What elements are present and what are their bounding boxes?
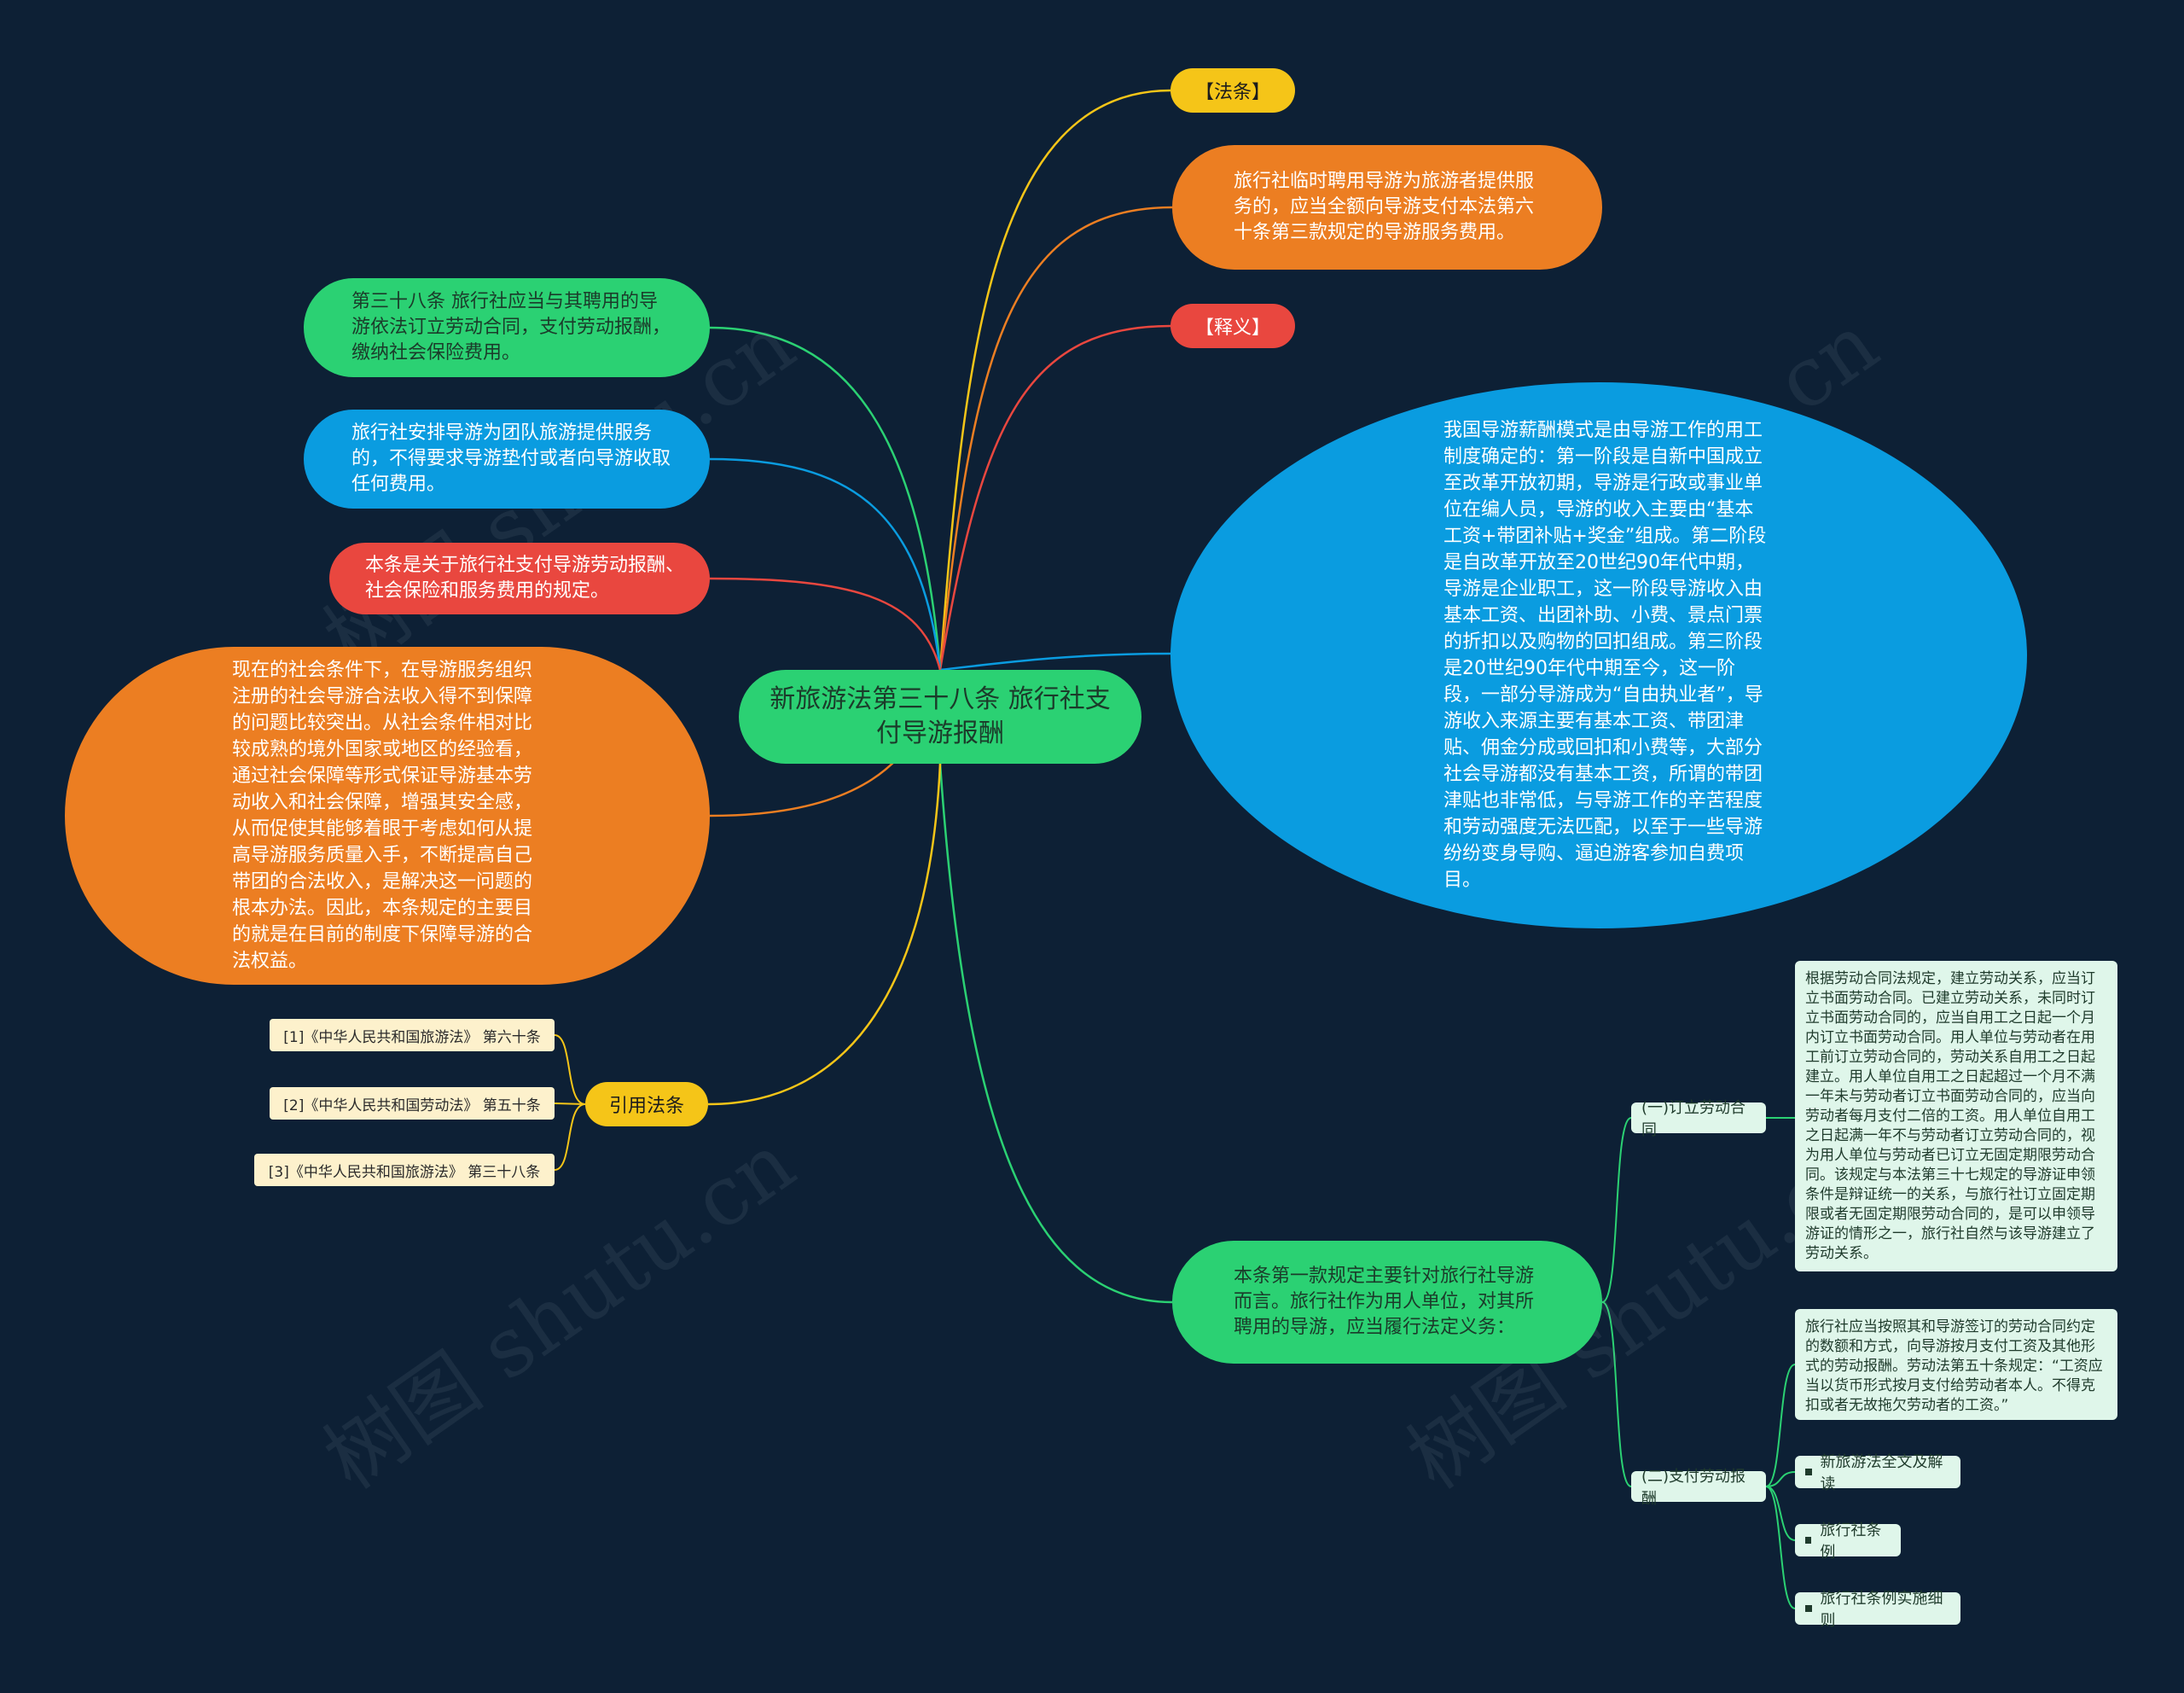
link-summary <box>709 577 942 671</box>
ref-item-label: [2]《中华人民共和国劳动法》 第五十条 <box>283 1097 541 1114</box>
link-fatiao <box>938 89 1171 671</box>
sub-labor-contract-label: (一)订立劳动合同 <box>1641 1099 1746 1139</box>
duty-text: 本条第一款规定主要针对旅行社导游而言。旅行社作为用人单位，对其所聘用的导游，应当… <box>1234 1265 1535 1338</box>
link-ref2 <box>554 1102 586 1105</box>
bullet-icon <box>1805 1537 1812 1544</box>
bullet-icon <box>1805 1605 1812 1612</box>
link-shiyi <box>938 324 1171 671</box>
central-topic-label: 新旅游法第三十八条 旅行社支付导游报酬 <box>770 684 1111 748</box>
tag-fatiao[interactable]: 【法条】 <box>1170 68 1295 113</box>
link-shiyi-text <box>939 652 1171 672</box>
pay-remuneration-detail[interactable]: 旅行社应当按照其和导游签订的劳动合同约定的数额和方式，向导游按月支付工资及其他形… <box>1795 1309 2117 1420</box>
purpose-text: 现在的社会条件下，在导游服务组织注册的社会导游合法收入得不到保障的问题比较突出。… <box>232 660 533 972</box>
cite-node[interactable]: 引用法条 <box>585 1082 708 1126</box>
link-article <box>709 326 942 671</box>
purpose-node[interactable]: 现在的社会条件下，在导游服务组织注册的社会导游合法收入得不到保障的问题比较突出。… <box>65 647 710 985</box>
pay-remuneration-detail-text: 旅行社应当按照其和导游签订的劳动合同约定的数额和方式，向导游按月支付工资及其他形… <box>1805 1318 2103 1414</box>
link-ref1 <box>554 1034 586 1105</box>
duty-node[interactable]: 本条第一款规定主要针对旅行社导游而言。旅行社作为用人单位，对其所聘用的导游，应当… <box>1172 1241 1602 1364</box>
labor-contract-detail-text: 根据劳动合同法规定，建立劳动关系，应当订立书面劳动合同。已建立劳动关系，未同时订… <box>1805 970 2095 1262</box>
fatiao-text: 旅行社临时聘用导游为旅游者提供服务的，应当全额向导游支付本法第六十条第三款规定的… <box>1234 171 1535 243</box>
link-l3 <box>1765 1486 1796 1609</box>
tag-shiyi-label: 【释义】 <box>1194 317 1270 339</box>
leaf-implementation-rules[interactable]: 旅行社条例实施细则 <box>1795 1590 1960 1630</box>
ref-item[interactable]: [1]《中华人民共和国旅游法》 第六十条 <box>270 1019 555 1051</box>
ref-item-label: [1]《中华人民共和国旅游法》 第六十条 <box>283 1028 541 1046</box>
sub-pay-remuneration-label: (二)支付劳动报酬 <box>1641 1468 1746 1508</box>
sub-labor-contract[interactable]: (一)订立劳动合同 <box>1631 1099 1766 1139</box>
no-advance-node[interactable]: 旅行社安排导游为团队旅游提供服务的，不得要求导游垫付或者向导游收取任何费用。 <box>304 410 710 509</box>
ref-item-label: [3]《中华人民共和国旅游法》 第三十八条 <box>268 1163 541 1181</box>
bullet-icon <box>1805 1469 1812 1475</box>
no-advance-text: 旅行社安排导游为团队旅游提供服务的，不得要求导游垫付或者向导游收取任何费用。 <box>351 422 671 495</box>
tag-fatiao-label: 【法条】 <box>1194 82 1270 103</box>
link-fatiao-text <box>938 206 1173 671</box>
ref-item[interactable]: [3]《中华人民共和国旅游法》 第三十八条 <box>254 1154 555 1186</box>
leaf-regulations-label: 旅行社条例 <box>1820 1521 1882 1562</box>
leaf-implementation-rules-label: 旅行社条例实施细则 <box>1820 1590 1943 1630</box>
link-duty <box>938 763 1173 1304</box>
tag-shiyi[interactable]: 【释义】 <box>1170 304 1295 348</box>
link-sub1 <box>1601 1117 1632 1303</box>
labor-contract-detail[interactable]: 根据劳动合同法规定，建立劳动关系，应当订立书面劳动合同。已建立劳动关系，未同时订… <box>1795 961 2117 1271</box>
sub-pay-remuneration[interactable]: (二)支付劳动报酬 <box>1631 1468 1766 1508</box>
shiyi-text-node[interactable]: 我国导游薪酬模式是由导游工作的用工制度确定的：第一阶段是自新中国成立至改革开放初… <box>1170 382 2027 928</box>
summary-text: 本条是关于旅行社支付导游劳动报酬、社会保险和服务费用的规定。 <box>365 555 685 602</box>
link-d2 <box>1765 1364 1796 1487</box>
shiyi-text: 我国导游薪酬模式是由导游工作的用工制度确定的：第一阶段是自新中国成立至改革开放初… <box>1443 420 1767 891</box>
article-text: 第三十八条 旅行社应当与其聘用的导游依法订立劳动合同，支付劳动报酬，缴纳社会保险… <box>351 291 671 364</box>
fatiao-text-node[interactable]: 旅行社临时聘用导游为旅游者提供服务的，应当全额向导游支付本法第六十条第三款规定的… <box>1172 145 1602 270</box>
link-cite <box>707 763 942 1106</box>
link-l2 <box>1765 1486 1796 1541</box>
leaf-regulations[interactable]: 旅行社条例 <box>1795 1521 1901 1562</box>
cite-label: 引用法条 <box>608 1096 684 1117</box>
leaf-law-reading-label: 新旅游法全文及解读 <box>1820 1453 1943 1493</box>
summary-node[interactable]: 本条是关于旅行社支付导游劳动报酬、社会保险和服务费用的规定。 <box>329 543 710 614</box>
link-no-advance <box>709 457 942 671</box>
leaf-law-reading[interactable]: 新旅游法全文及解读 <box>1795 1453 1960 1493</box>
central-topic[interactable]: 新旅游法第三十八条 旅行社支付导游报酬 <box>739 670 1141 764</box>
link-sub2 <box>1601 1301 1632 1487</box>
link-l1 <box>1765 1471 1796 1487</box>
link-ref3 <box>554 1103 586 1171</box>
article-node[interactable]: 第三十八条 旅行社应当与其聘用的导游依法订立劳动合同，支付劳动报酬，缴纳社会保险… <box>304 278 710 377</box>
ref-item[interactable]: [2]《中华人民共和国劳动法》 第五十条 <box>270 1087 555 1120</box>
